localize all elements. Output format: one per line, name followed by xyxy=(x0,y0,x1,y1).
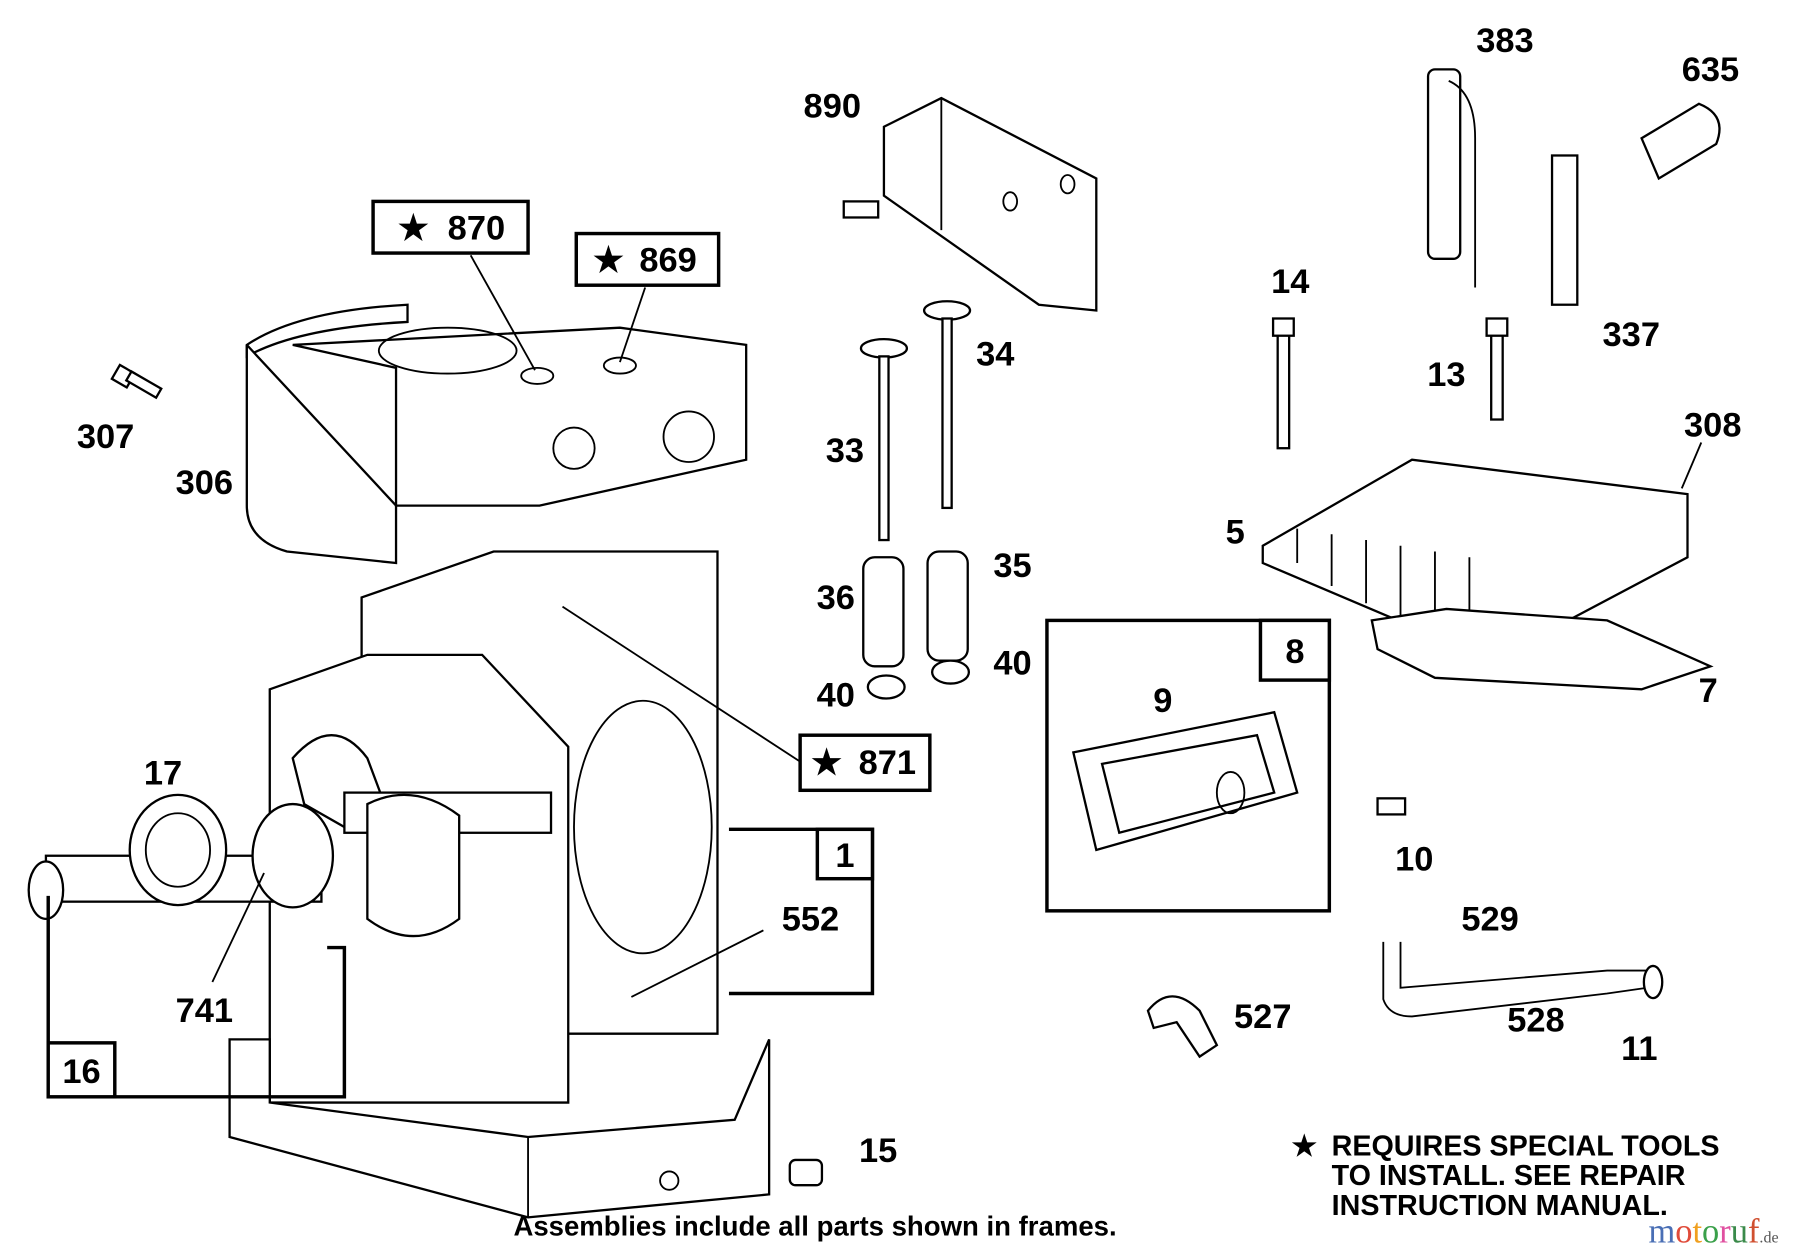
frame-label-1: 1 xyxy=(815,827,875,881)
callout-337: 337 xyxy=(1603,316,1660,354)
leader-lines xyxy=(211,254,1703,998)
special-tools-note: ★ REQUIRES SPECIAL TOOLS TO INSTALL. SEE… xyxy=(1291,1130,1719,1222)
callout-308: 308 xyxy=(1684,407,1741,445)
frame-label-8: 8 xyxy=(1258,618,1332,682)
callout-890: 890 xyxy=(804,88,861,126)
callout-527: 527 xyxy=(1234,998,1291,1036)
svg-text:REQUIRES SPECIAL TOOLS: REQUIRES SPECIAL TOOLS xyxy=(1332,1130,1720,1162)
breather-plate-drawing xyxy=(842,96,1098,312)
valve-cover-drawing xyxy=(1261,458,1714,691)
breather-assembly-drawing xyxy=(1071,710,1299,852)
callout-869: ★ 869 xyxy=(574,231,721,287)
svg-text:motoruf.de: motoruf.de xyxy=(1648,1213,1778,1250)
callout-529: 529 xyxy=(1461,900,1518,938)
valves-drawing xyxy=(859,300,972,700)
callout-10: 10 xyxy=(1395,841,1433,879)
callout-14: 14 xyxy=(1271,263,1309,301)
callout-306: 306 xyxy=(176,464,233,502)
callout-635: 635 xyxy=(1682,51,1739,89)
svg-text:8: 8 xyxy=(1285,633,1304,671)
callout-7: 7 xyxy=(1699,672,1718,710)
star-icon: ★ xyxy=(593,241,624,279)
frame-label-16: 16 xyxy=(46,1041,117,1099)
callout-33: 33 xyxy=(826,432,864,470)
callout-40-right: 40 xyxy=(993,644,1031,682)
motoruf-watermark: motoruf.de xyxy=(1648,1213,1778,1250)
misc-parts-drawing xyxy=(788,797,1664,1187)
svg-text:869: 869 xyxy=(639,241,696,279)
callout-36: 36 xyxy=(817,579,855,617)
callout-741: 741 xyxy=(176,992,233,1030)
frame-1 xyxy=(728,827,875,996)
callout-15: 15 xyxy=(859,1132,897,1170)
head-bolt-307-drawing xyxy=(110,363,163,400)
callout-9: 9 xyxy=(1153,682,1172,720)
frame-8 xyxy=(1045,618,1332,913)
callout-552: 552 xyxy=(782,900,839,938)
svg-text:TO INSTALL. SEE REPAIR: TO INSTALL. SEE REPAIR xyxy=(1332,1160,1686,1192)
callout-383: 383 xyxy=(1476,22,1533,60)
svg-text:INSTRUCTION MANUAL.: INSTRUCTION MANUAL. xyxy=(1332,1190,1668,1222)
callout-528: 528 xyxy=(1507,1001,1564,1039)
crankshaft-drawing xyxy=(27,734,553,938)
svg-text:16: 16 xyxy=(62,1053,100,1091)
callout-34: 34 xyxy=(976,336,1014,374)
star-icon: ★ xyxy=(398,209,429,247)
callout-307: 307 xyxy=(77,418,134,456)
callout-871: ★ 871 xyxy=(798,733,932,793)
star-icon: ★ xyxy=(811,744,842,782)
frames-footnote: Assemblies include all parts shown in fr… xyxy=(513,1211,1116,1242)
callout-13: 13 xyxy=(1427,356,1465,394)
frame-16 xyxy=(46,895,347,1099)
svg-text:1: 1 xyxy=(835,837,854,875)
callout-5: 5 xyxy=(1226,513,1245,551)
callout-11: 11 xyxy=(1621,1030,1657,1068)
ignition-parts-drawing xyxy=(1271,68,1721,450)
star-icon: ★ xyxy=(1291,1130,1317,1162)
callout-17: 17 xyxy=(144,755,182,793)
svg-text:871: 871 xyxy=(859,744,916,782)
svg-text:870: 870 xyxy=(448,209,505,247)
callout-40-left: 40 xyxy=(817,677,855,715)
callout-35: 35 xyxy=(993,547,1031,585)
callout-870: ★ 870 xyxy=(371,199,530,255)
